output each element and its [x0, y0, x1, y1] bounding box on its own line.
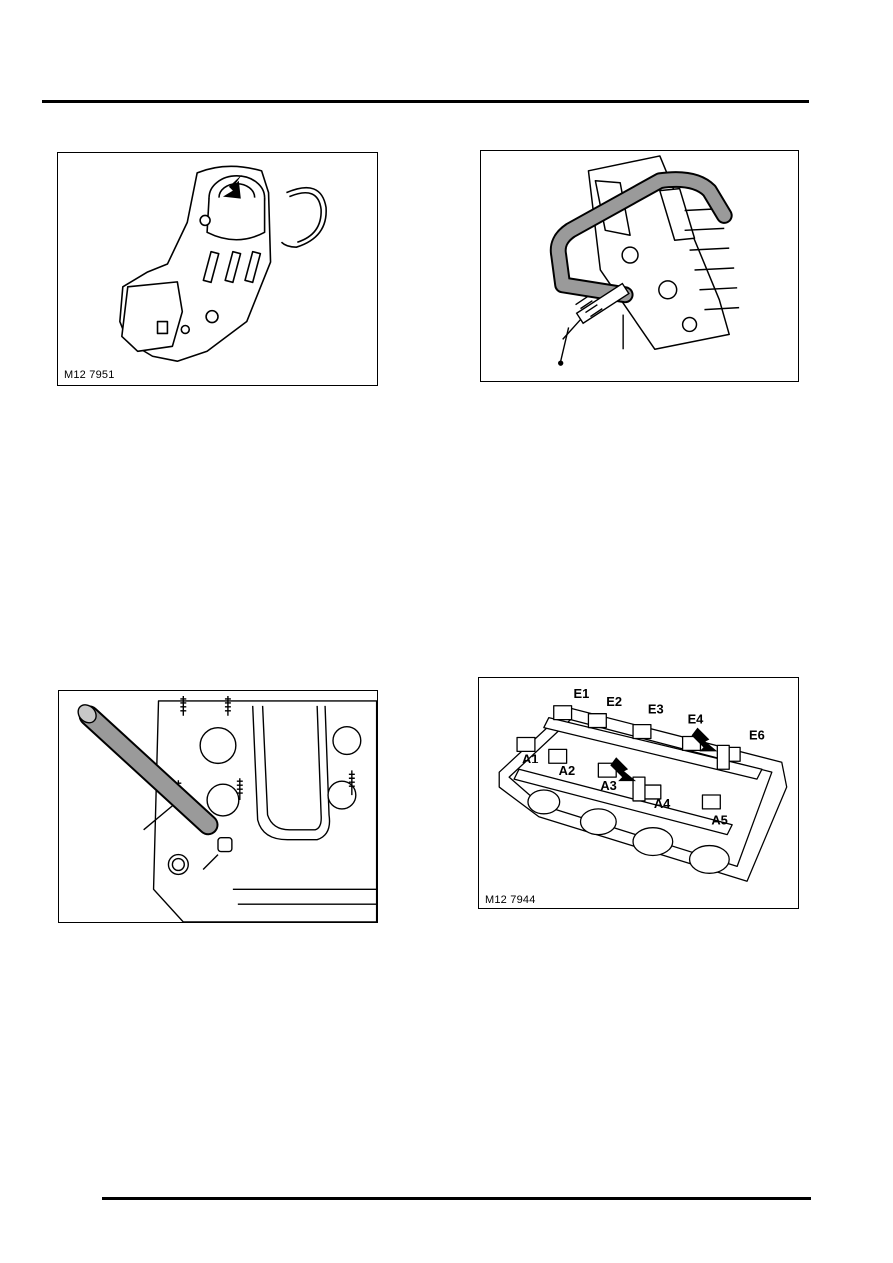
header-rule — [42, 100, 809, 103]
oil-pump-illustration — [119, 165, 327, 362]
figure-spring-compressor — [480, 150, 799, 382]
tappet-tool-illustration — [77, 695, 377, 922]
figure-tappet-tool — [58, 690, 378, 923]
figure-id-label: M12 7944 — [485, 894, 536, 906]
callout-e2: E2 — [606, 694, 622, 709]
callout-e4: E4 — [688, 712, 705, 727]
callout-a2: A2 — [559, 763, 575, 778]
callout-e6: E6 — [749, 727, 765, 742]
spring-compressor-illustration — [549, 155, 740, 366]
callout-a5: A5 — [711, 813, 727, 828]
callout-a4: A4 — [654, 796, 671, 811]
camshaft-caps-illustration: E1 E2 E3 E4 E6 A1 A2 A3 A4 A5 — [498, 686, 788, 882]
callout-a1: A1 — [522, 751, 538, 766]
callout-e3: E3 — [648, 702, 664, 717]
callout-a3: A3 — [600, 778, 616, 793]
footer-rule — [102, 1197, 811, 1200]
figure-oil-pump: M12 7951 — [57, 152, 378, 386]
figure-id-label: M12 7951 — [64, 369, 115, 381]
figure-camshaft-caps: E1 E2 E3 E4 E6 A1 A2 A3 A4 A5 M12 7944 — [478, 677, 799, 909]
callout-e1: E1 — [574, 686, 590, 701]
